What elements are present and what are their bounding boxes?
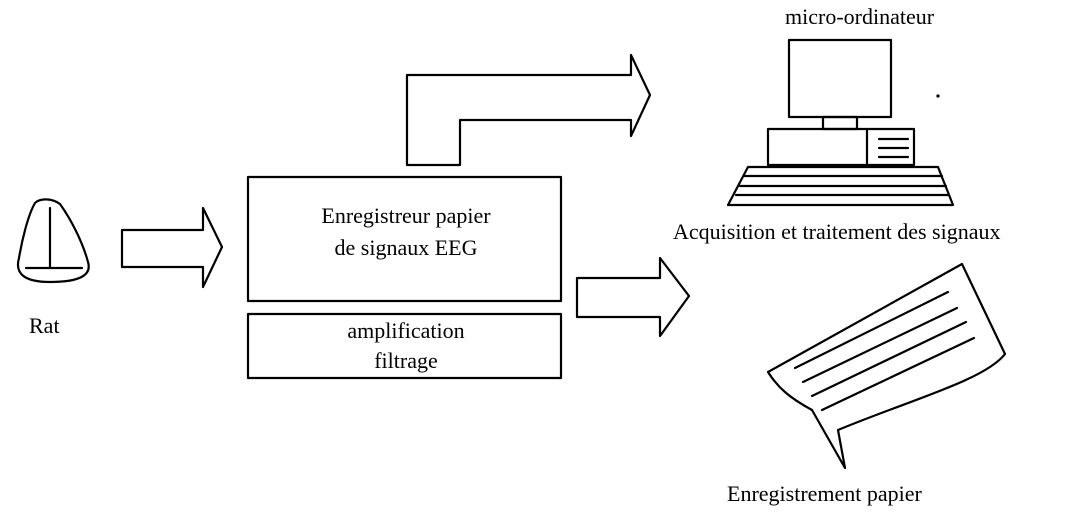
computer-monitor — [787, 38, 893, 119]
recorder-box — [246, 175, 563, 303]
recorder-label-line2: de signaux EEG — [334, 235, 478, 260]
arrow-rat-to-recorder — [120, 206, 224, 289]
computer-unit — [766, 127, 916, 167]
recorder-label-line1: Enregistreur papier — [321, 203, 491, 228]
amplifier-label-line2: filtrage — [374, 348, 438, 373]
amplifier-box — [246, 312, 563, 380]
amplifier-label-line1: amplification — [347, 318, 465, 343]
recorder-label: Enregistreur papier de signaux EEG — [250, 203, 562, 261]
arrow-recorder-to-computer — [405, 53, 652, 167]
arrow-recorder-to-paper — [575, 256, 691, 338]
dot-mark — [936, 94, 940, 98]
computer-icon — [726, 38, 955, 207]
amplifier-label: amplification filtrage — [250, 318, 562, 374]
computer-stand — [821, 115, 859, 131]
paper-record-icon — [766, 262, 1007, 470]
rat-icon — [16, 198, 90, 284]
computer-caption: Acquisition et traitement des signaux — [673, 219, 1001, 244]
paper-output-label: Enregistrement papier — [727, 481, 922, 506]
computer-keyboard — [726, 165, 955, 207]
rat-label: Rat — [29, 313, 60, 338]
computer-title: micro-ordinateur — [785, 4, 935, 29]
